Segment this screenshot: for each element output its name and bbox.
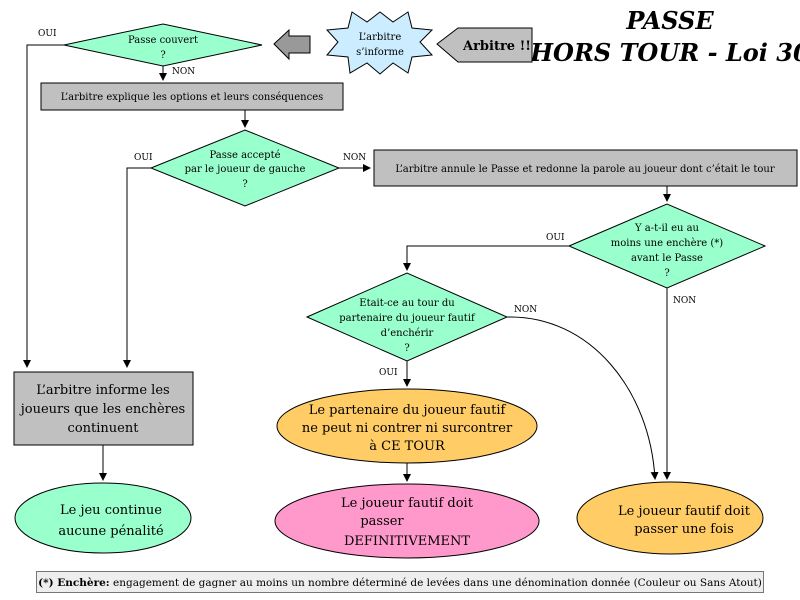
partenaire-ne-peut-line2: ne peut ni contrer ni surcontrer xyxy=(302,421,513,436)
passe-accepte-line3: ? xyxy=(242,179,247,190)
label-couvert-oui: OUI xyxy=(38,29,57,39)
arbitre-badge: Arbitre !! xyxy=(436,27,533,63)
process-annule-passe: L’arbitre annule le Passe et redonne la … xyxy=(373,149,798,187)
arbitre-badge-label: Arbitre !! xyxy=(462,39,531,54)
connectors xyxy=(23,44,671,482)
annule-passe-label: L’arbitre annule le Passe et redonne la … xyxy=(395,164,775,175)
passe-couvert-line1: Passe couvert xyxy=(128,35,198,46)
partenaire-ne-peut-line1: Le partenaire du joueur fautif xyxy=(309,403,507,418)
jeu-continue-line2: aucune pénalité xyxy=(58,524,164,539)
label-accepte-non: NON xyxy=(343,153,366,163)
title-line1: PASSE xyxy=(625,6,714,35)
passer-une-fois-line2: passer une fois xyxy=(634,522,734,537)
enchere-avant-line4: ? xyxy=(664,268,669,279)
decision-passe-accepte: Passe accepté par le joueur de gauche ? xyxy=(149,129,341,207)
passer-definitivement-line1: Le joueur fautif doit xyxy=(341,496,474,511)
passe-couvert-line2: ? xyxy=(160,50,165,61)
tour-partenaire-line4: ? xyxy=(404,343,409,354)
passe-accepte-line1: Passe accepté xyxy=(209,150,280,161)
footnote-text: engagement de gagner au moins un nombre … xyxy=(113,577,762,589)
decision-tour-partenaire: Etait-ce au tour du partenaire du joueur… xyxy=(305,272,509,362)
gray-left-arrow xyxy=(273,28,311,61)
explique-options-label: L’arbitre explique les options et leurs … xyxy=(61,92,324,103)
passer-definitivement-line3: DEFINITIVEMENT xyxy=(344,534,470,549)
footnote: (*) Enchère: engagement de gagner au moi… xyxy=(36,571,764,593)
enchere-avant-line2: moins une enchère (*) xyxy=(611,238,724,249)
footnote-label: (*) Enchère: xyxy=(38,577,110,589)
passe-accepte-line2: par le joueur de gauche xyxy=(185,164,306,175)
jeu-continue-line1: Le jeu continue xyxy=(60,503,162,518)
edge-partenaire-non xyxy=(506,316,659,480)
outcome-jeu-continue: Le jeu continue aucune pénalité xyxy=(14,482,192,554)
informe-joueurs-line1: L’arbitre informe les xyxy=(36,383,169,398)
outcome-passer-definitivement: Le joueur fautif doit passer DEFINITIVEM… xyxy=(274,483,540,559)
label-accepte-oui: OUI xyxy=(134,153,153,163)
passer-une-fois-line1: Le joueur fautif doit xyxy=(618,504,751,519)
starburst-line2: s’informe xyxy=(356,47,404,58)
process-informe-joueurs: L’arbitre informe les joueurs que les en… xyxy=(13,371,194,446)
label-partenaire-oui: OUI xyxy=(379,368,398,378)
enchere-avant-line3: avant le Passe xyxy=(631,253,703,264)
tour-partenaire-line3: d’enchérir xyxy=(381,328,434,339)
informe-joueurs-line2: joueurs que les enchères xyxy=(19,402,185,417)
partenaire-ne-peut-line3: à CE TOUR xyxy=(369,439,446,454)
starburst-arbitre-informe: L’arbitre s’informe xyxy=(325,11,434,75)
decision-enchere-avant: Y a-t-il eu au moins une enchère (*) ava… xyxy=(567,203,767,289)
decision-passe-couvert: Passe couvert ? xyxy=(63,23,263,67)
process-explique-options: L’arbitre explique les options et leurs … xyxy=(40,82,344,111)
label-enchere-oui: OUI xyxy=(546,233,565,243)
tour-partenaire-line2: partenaire du joueur fautif xyxy=(339,313,476,324)
label-couvert-non: NON xyxy=(172,67,195,77)
label-enchere-non: NON xyxy=(673,296,696,306)
enchere-avant-line1: Y a-t-il eu au xyxy=(634,223,700,234)
passer-definitivement-line2: passer xyxy=(360,514,404,529)
edge-enchere-oui xyxy=(403,245,569,271)
outcome-partenaire-ne-peut: Le partenaire du joueur fautif ne peut n… xyxy=(276,388,538,464)
edge-accepte-oui xyxy=(123,167,151,368)
tour-partenaire-line1: Etait-ce au tour du xyxy=(359,298,455,309)
title-line2: HORS TOUR - Loi 30 xyxy=(529,38,800,67)
edge-couvert-oui xyxy=(23,44,64,368)
informe-joueurs-line3: continuent xyxy=(68,421,140,436)
outcome-passer-une-fois: Le joueur fautif doit passer une fois xyxy=(576,481,764,555)
label-partenaire-non: NON xyxy=(514,305,537,315)
starburst-line1: L’arbitre xyxy=(359,32,402,43)
